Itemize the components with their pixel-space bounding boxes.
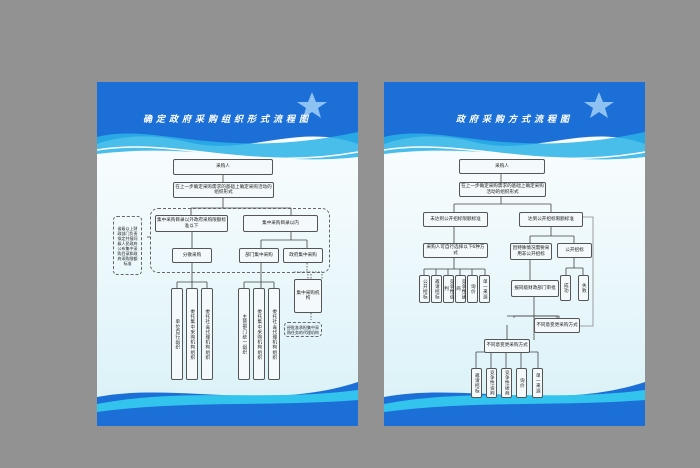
dept-item: 主管部门统一组织 xyxy=(238,288,250,380)
outside-catalog-box: 集中采购目录以外政府采购限额标准以下 xyxy=(155,215,228,232)
method-box: 单一来源 xyxy=(479,275,490,303)
dept-item: 委托集中采购机构组织 xyxy=(253,288,265,380)
side-note: 省级以上财政部门负责拟定并报同级人民政府公布集中采购目录和政府采购限额标准 xyxy=(113,216,142,275)
wave-decoration xyxy=(97,82,358,426)
inside-catalog-box: 集中采购目录以内 xyxy=(243,215,318,232)
left-poster: 确定政府采购组织形式流程图 省级以上财政部门负责拟定并报同级人民政府公布集中采购… xyxy=(97,82,358,426)
decentralized-item: 单位自行组织 xyxy=(171,288,183,380)
disagree-upper-box: 不同意变更采购方式 xyxy=(534,318,580,333)
choose-six-box: 采购人可自行选择以下6种方式 xyxy=(423,243,488,258)
method-box: 竞争性磋商 xyxy=(455,275,466,303)
dept-central-box: 部门集中采购 xyxy=(239,248,279,263)
below-threshold-box: 未达到公开招标限额标准 xyxy=(423,212,488,227)
method-box: 邀请招标 xyxy=(471,368,482,398)
wave-decoration xyxy=(384,82,645,426)
agency-note: 经批准承担集中采购任务的代理机构 xyxy=(284,322,322,337)
decentralized-item: 委托集中采购机构组织 xyxy=(186,288,198,380)
method-box: 单一来源 xyxy=(532,368,543,398)
disagree-lower-box: 不同意变更采购方式 xyxy=(484,339,530,353)
open-tender-box: 公开招标 xyxy=(557,243,592,258)
dept-item: 委托社会代理机构组织 xyxy=(268,288,280,380)
decentralized-item: 委托社会代理机构组织 xyxy=(201,288,213,380)
method-box: 竞争性磋商 xyxy=(501,368,512,398)
failure-box: 失败 xyxy=(578,275,589,301)
method-box: 公开招标 xyxy=(419,275,430,303)
step-box: 在上一步确定采购需求的基础上确定采购活动的组织形式 xyxy=(459,182,546,197)
method-box: 邀请招标 xyxy=(431,275,442,303)
purchaser-box: 采购人 xyxy=(173,159,273,175)
above-threshold-box: 达到公开招标限额标准 xyxy=(519,212,583,227)
method-box: 竞争性谈判 xyxy=(486,368,497,398)
poster-title: 确定政府采购组织形式流程图 xyxy=(142,115,312,125)
step-box: 在上一步确定采购需求的基础上确定采购活动的组织形式 xyxy=(173,182,274,198)
central-agency-box: 集中采购机构 xyxy=(294,279,322,313)
special-case-box: 因特殊情况需要采用非公开招标 xyxy=(510,243,552,260)
poster-title: 政府采购方式流程图 xyxy=(455,115,573,125)
right-poster: 政府采购方式流程图 采购人 在上一步确定采购需求的基础上确定采购活动的组织形式 … xyxy=(384,82,645,426)
gov-central-box: 政府集中采购 xyxy=(283,248,323,263)
organization-group xyxy=(150,208,330,273)
decentralized-box: 分散采购 xyxy=(172,248,212,263)
success-box: 成功 xyxy=(560,275,571,301)
method-box: 询价 xyxy=(516,368,527,398)
purchaser-box: 采购人 xyxy=(459,159,545,174)
approval-box: 报同级财政部门审批 xyxy=(511,280,559,297)
method-box: 询价 xyxy=(467,275,478,303)
method-box: 竞争性谈判 xyxy=(443,275,454,303)
